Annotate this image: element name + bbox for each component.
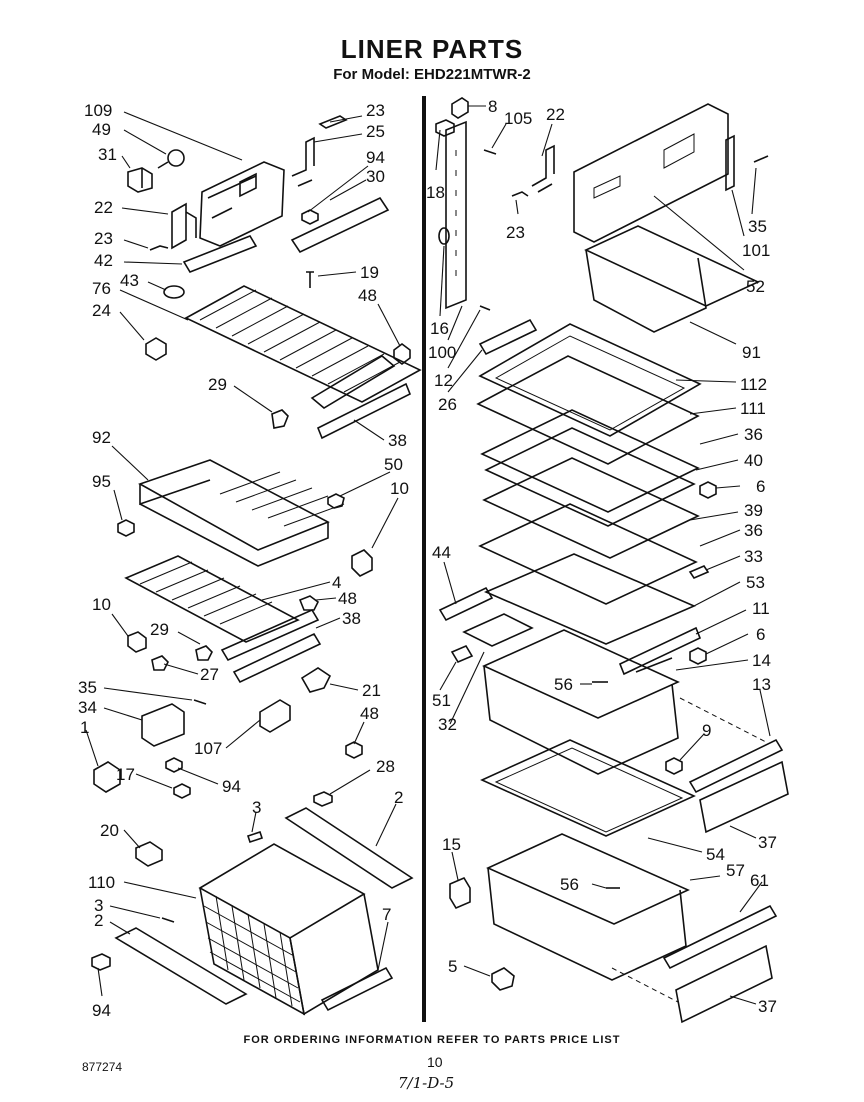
callout-25: 25 — [366, 122, 385, 141]
callout-48: 48 — [358, 286, 377, 305]
callout-30: 30 — [366, 167, 385, 186]
page-title: LINER PARTS — [340, 34, 524, 64]
callout-29: 29 — [208, 375, 227, 394]
callout-94b: 94 — [222, 777, 241, 796]
callout-95: 95 — [92, 472, 111, 491]
handwritten-note: 7/1-D-5 — [398, 1074, 455, 1092]
callout-94c: 94 — [92, 1001, 111, 1020]
callout-24: 24 — [92, 301, 111, 320]
callout-100: 100 — [428, 343, 456, 362]
callout-48c: 48 — [360, 704, 379, 723]
callout-105: 105 — [504, 109, 532, 128]
callout-109: 109 — [84, 101, 112, 120]
callout-labels-left: 109 49 31 22 23 42 43 76 24 23 25 94 30 … — [78, 101, 409, 1020]
callout-34: 34 — [78, 698, 97, 717]
left-parts — [91, 115, 422, 1016]
callout-40: 40 — [744, 451, 763, 470]
callout-51: 51 — [432, 691, 451, 710]
callout-112: 112 — [740, 375, 767, 394]
callout-14: 14 — [752, 651, 771, 670]
callout-8: 8 — [488, 97, 497, 116]
callout-9: 9 — [702, 721, 711, 740]
page-number: 10 — [427, 1054, 443, 1070]
callout-38b: 38 — [342, 609, 361, 628]
ordering-info-note: FOR ORDERING INFORMATION REFER TO PARTS … — [243, 1034, 621, 1046]
callout-29b: 29 — [150, 620, 169, 639]
callout-92: 92 — [92, 428, 111, 447]
callout-1: 1 — [80, 718, 89, 737]
callout-26: 26 — [438, 395, 457, 414]
callout-27: 27 — [200, 665, 219, 684]
leader-lines — [85, 105, 771, 1005]
callout-21: 21 — [362, 681, 381, 700]
callout-28: 28 — [376, 757, 395, 776]
model-subtitle: For Model: EHD221MTWR-2 — [333, 66, 531, 83]
callout-11: 11 — [752, 599, 770, 618]
callout-10: 10 — [390, 479, 409, 498]
callout-110: 110 — [88, 873, 115, 892]
callout-36b: 36 — [744, 521, 763, 540]
callout-61: 61 — [750, 871, 769, 890]
callout-labels-right: 8 105 22 18 23 16 100 12 26 35 101 52 91… — [426, 97, 777, 1016]
callout-2: 2 — [394, 788, 403, 807]
callout-38: 38 — [388, 431, 407, 450]
callout-107: 107 — [194, 739, 222, 758]
callout-23b: 23 — [366, 101, 385, 120]
callout-23r: 23 — [506, 223, 525, 242]
callout-17: 17 — [116, 765, 135, 784]
callout-4: 4 — [332, 573, 341, 592]
right-parts — [435, 97, 789, 1024]
callout-22: 22 — [94, 198, 113, 217]
callout-43: 43 — [120, 271, 139, 290]
callout-52: 52 — [746, 277, 765, 296]
callout-101: 101 — [742, 241, 770, 260]
callout-19: 19 — [360, 263, 379, 282]
callout-20: 20 — [100, 821, 119, 840]
callout-6b: 6 — [756, 625, 765, 644]
callout-12: 12 — [434, 371, 453, 390]
callout-3: 3 — [252, 798, 261, 817]
callout-54: 54 — [706, 845, 725, 864]
callout-94: 94 — [366, 148, 385, 167]
callout-57: 57 — [726, 861, 745, 880]
callout-3b: 3 — [94, 896, 103, 915]
callout-6: 6 — [756, 477, 765, 496]
callout-31: 31 — [98, 145, 117, 164]
callout-22r: 22 — [546, 105, 565, 124]
callout-91: 91 — [742, 343, 761, 362]
callout-56: 56 — [554, 675, 573, 694]
document-number: 877274 — [82, 1060, 123, 1074]
callout-111: 111 — [740, 399, 766, 418]
callout-32: 32 — [438, 715, 457, 734]
callout-35: 35 — [78, 678, 97, 697]
callout-56b: 56 — [560, 875, 579, 894]
callout-36: 36 — [744, 425, 763, 444]
callout-10b: 10 — [92, 595, 111, 614]
callout-53: 53 — [746, 573, 765, 592]
callout-5: 5 — [448, 957, 457, 976]
callout-44: 44 — [432, 543, 451, 562]
callout-35r: 35 — [748, 217, 767, 236]
callout-50: 50 — [384, 455, 403, 474]
callout-49: 49 — [92, 120, 111, 139]
callout-23: 23 — [94, 229, 113, 248]
callout-33: 33 — [744, 547, 763, 566]
callout-15: 15 — [442, 835, 461, 854]
callout-18: 18 — [426, 183, 445, 202]
callout-37: 37 — [758, 833, 777, 852]
callout-13: 13 — [752, 675, 771, 694]
callout-2b: 2 — [94, 911, 103, 930]
callout-37b: 37 — [758, 997, 777, 1016]
callout-39: 39 — [744, 501, 763, 520]
callout-48b: 48 — [338, 589, 357, 608]
callout-16: 16 — [430, 319, 449, 338]
callout-76: 76 — [92, 279, 111, 298]
callout-42: 42 — [94, 251, 113, 270]
callout-7: 7 — [382, 905, 391, 924]
